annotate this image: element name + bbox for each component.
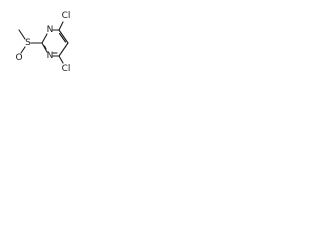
atom-label-cl-bottom: Cl	[62, 64, 71, 74]
molecule-diagram: N N Cl Cl S O	[15, 11, 71, 74]
atom-label-cl-top: Cl	[62, 11, 71, 21]
bond-c4-cl	[58, 55, 64, 64]
atom-label-n2: N	[47, 51, 54, 61]
bond-c5-c4	[58, 42, 69, 57]
atom-label-o: O	[15, 53, 22, 63]
bond-c2-n1	[41, 33, 48, 44]
bond-n3-c2	[41, 42, 48, 53]
bond-c6-c5	[58, 29, 69, 44]
atom-label-n1: N	[47, 25, 54, 35]
substituent-bonds	[18, 21, 64, 64]
bond-s-o	[20, 46, 26, 54]
atom-label-s: S	[25, 38, 31, 48]
bond-s-methyl	[18, 29, 26, 40]
bond-c6-c5-inner	[58, 32, 67, 43]
ring-bonds	[41, 29, 69, 57]
bond-n3-c2-inner	[43, 45, 47, 50]
bond-c6-cl	[58, 21, 64, 31]
